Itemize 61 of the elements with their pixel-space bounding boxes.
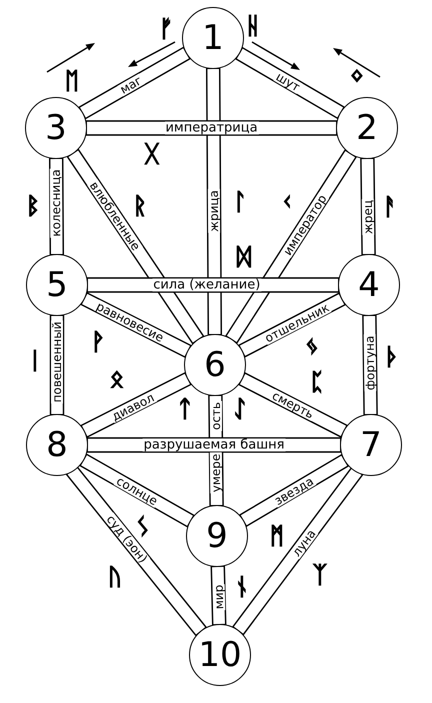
edge-label: императрица — [164, 122, 259, 134]
rune-glyph: ᛟ — [110, 368, 124, 392]
band-connector — [238, 372, 348, 438]
rune-glyph: ᛏ — [178, 398, 192, 422]
edge-label: фортуна — [364, 335, 376, 392]
edge-label: жрец — [362, 199, 374, 236]
rune-glyph: ᛇ — [233, 398, 247, 422]
edge-label: разрушаемая башня — [142, 438, 286, 452]
band-connector — [238, 454, 350, 528]
edge-label: колесница — [50, 168, 63, 238]
rune-glyph: ᚦ — [385, 346, 399, 370]
rune-glyph: ᚾ — [235, 576, 249, 600]
path-label-fragment: ость — [210, 401, 222, 431]
band-connector — [49, 158, 64, 256]
band-connector — [86, 120, 338, 136]
node-number: 8 — [46, 428, 68, 462]
node-number: 4 — [358, 268, 380, 302]
rune-glyph: ᛖ — [65, 70, 79, 94]
rune-glyph: ᛉ — [313, 564, 327, 588]
edge-label: жрица — [208, 189, 220, 234]
band-connector — [360, 157, 376, 256]
rune-glyph: ᛊ — [136, 516, 150, 540]
band-connector — [208, 394, 224, 507]
band-connector — [224, 149, 358, 344]
node-number: 10 — [198, 638, 242, 672]
band-connector — [210, 565, 226, 626]
band-connector — [206, 68, 222, 336]
band-connector — [232, 466, 364, 636]
band-connector — [86, 277, 340, 293]
node-number: 5 — [46, 268, 68, 302]
band-connector — [66, 148, 204, 344]
rune-glyph: ᚠ — [159, 18, 173, 42]
rune-glyph: ᚺ — [246, 16, 260, 38]
node-number: 9 — [206, 519, 228, 553]
rune-glyph: ᛁ — [28, 350, 42, 374]
rune-glyph: ᛚ — [233, 192, 247, 214]
band-connector — [78, 46, 191, 120]
node-number: 2 — [356, 111, 378, 145]
rune-glyph: ᛜ — [350, 66, 364, 90]
rune-glyph: ᚷ — [145, 144, 159, 166]
node-number: 1 — [202, 21, 224, 55]
edge-label: сила (желание) — [152, 278, 262, 292]
band-connector — [86, 437, 342, 453]
band-connector — [80, 372, 192, 438]
band-connector — [362, 314, 378, 416]
rune-glyph: ᚨ — [383, 196, 397, 220]
edge-label: повешенный — [51, 320, 63, 404]
band-connector — [79, 453, 195, 528]
band-connector — [234, 46, 346, 120]
rune-glyph: ᛗ — [270, 526, 284, 548]
rune-glyph: ᛞ — [237, 246, 251, 270]
node-number: 3 — [45, 111, 67, 145]
band-connector — [80, 292, 192, 358]
node-number: 6 — [204, 348, 226, 382]
band-connector — [50, 314, 64, 416]
node-number: 7 — [360, 428, 382, 462]
rune-glyph: ᚢ — [108, 566, 122, 590]
band-connector — [238, 292, 346, 358]
rune-glyph: ᛒ — [26, 196, 40, 218]
edge-label: умере — [210, 452, 222, 494]
band-connector — [66, 465, 208, 636]
